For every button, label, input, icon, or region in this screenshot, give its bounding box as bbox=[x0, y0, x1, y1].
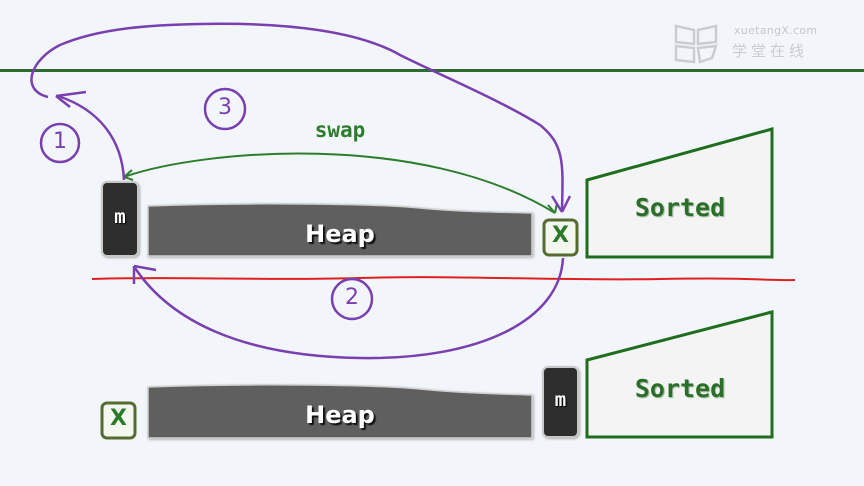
sorted-region-bottom bbox=[585, 310, 774, 439]
x-label-bottom: X bbox=[110, 406, 127, 431]
step3-arrow bbox=[30, 22, 564, 211]
heap-bar-top bbox=[147, 203, 533, 257]
step2-number: 2 bbox=[345, 285, 359, 310]
step3-circle bbox=[203, 87, 247, 131]
swap-arrowhead-left bbox=[123, 169, 134, 181]
step1-arrowhead bbox=[55, 90, 87, 108]
sorted-label-bottom: Sorted bbox=[634, 374, 726, 403]
sorted-label-top: Sorted bbox=[634, 193, 726, 222]
step2-circle bbox=[330, 277, 374, 321]
step1-circle bbox=[39, 122, 81, 164]
logo-icon bbox=[674, 24, 718, 64]
heap-label-top: Heap bbox=[305, 220, 375, 248]
step2-arrow bbox=[133, 257, 565, 360]
m-label-bottom: m bbox=[554, 389, 567, 411]
logo-text-en: xuetangX.com bbox=[734, 24, 818, 37]
swap-arrow bbox=[123, 152, 556, 214]
m-box-top bbox=[101, 181, 139, 257]
swap-arrowhead-right bbox=[547, 202, 558, 214]
xuetangx-logo: xuetangX.com 学堂在线 bbox=[672, 20, 842, 64]
m-box-bottom bbox=[542, 366, 579, 438]
step3-arrowhead bbox=[550, 195, 572, 213]
x-box-top bbox=[542, 218, 579, 257]
swap-label: swap bbox=[314, 118, 366, 142]
step2-arrowhead bbox=[132, 264, 157, 284]
step3-number: 3 bbox=[218, 95, 232, 120]
logo-text-cn: 学堂在线 bbox=[732, 42, 809, 60]
sorted-region-top bbox=[585, 127, 774, 259]
x-box-bottom bbox=[100, 401, 137, 440]
heap-bar-bottom bbox=[147, 384, 533, 439]
x-label-top: X bbox=[552, 223, 569, 248]
m-label-top: m bbox=[114, 206, 126, 228]
step1-arrow bbox=[57, 94, 126, 181]
middle-divider-line bbox=[91, 276, 796, 282]
step1-number: 1 bbox=[53, 129, 67, 154]
heap-label-bottom: Heap bbox=[305, 401, 375, 429]
